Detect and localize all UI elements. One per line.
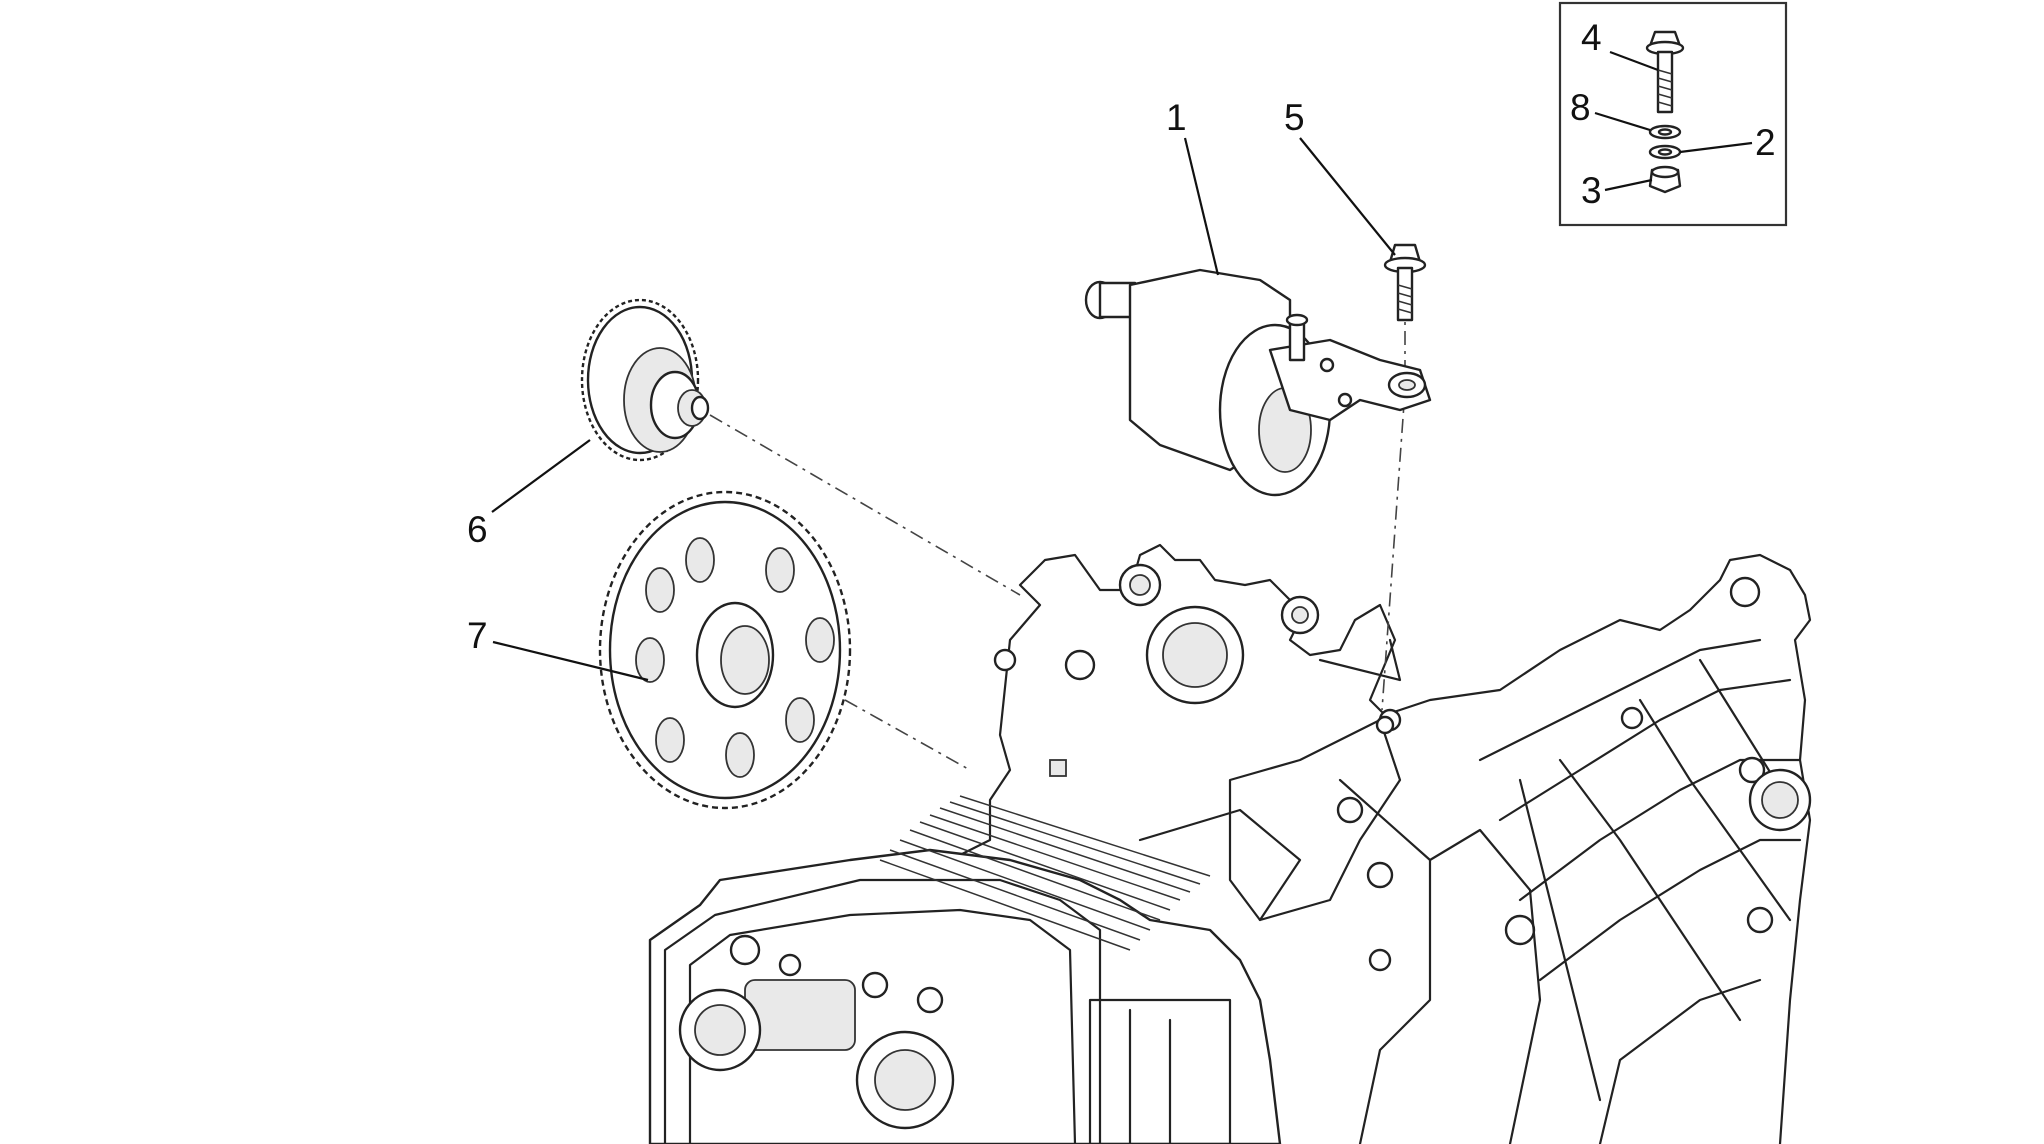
idler-double-gear-part-6 [580,298,710,462]
callout-labels: 1 5 4 8 2 3 6 7 [467,17,1776,656]
cooling-fins [879,795,1211,951]
engine-crankcase [648,543,1812,1144]
callout-6: 6 [467,509,488,550]
callout-5: 5 [1284,97,1305,138]
starter-driven-gear-part-7 [598,490,852,810]
callout-2: 2 [1755,122,1776,163]
leader-lines [491,50,1753,682]
callout-8: 8 [1570,87,1591,128]
callout-3: 3 [1581,170,1602,211]
callout-4: 4 [1581,17,1602,58]
assembly-lines [709,302,1406,771]
starter-motor-part-1 [1084,268,1432,497]
flange-bolt-part-5 [1383,243,1427,322]
callout-1: 1 [1166,97,1187,138]
callout-7: 7 [467,615,488,656]
